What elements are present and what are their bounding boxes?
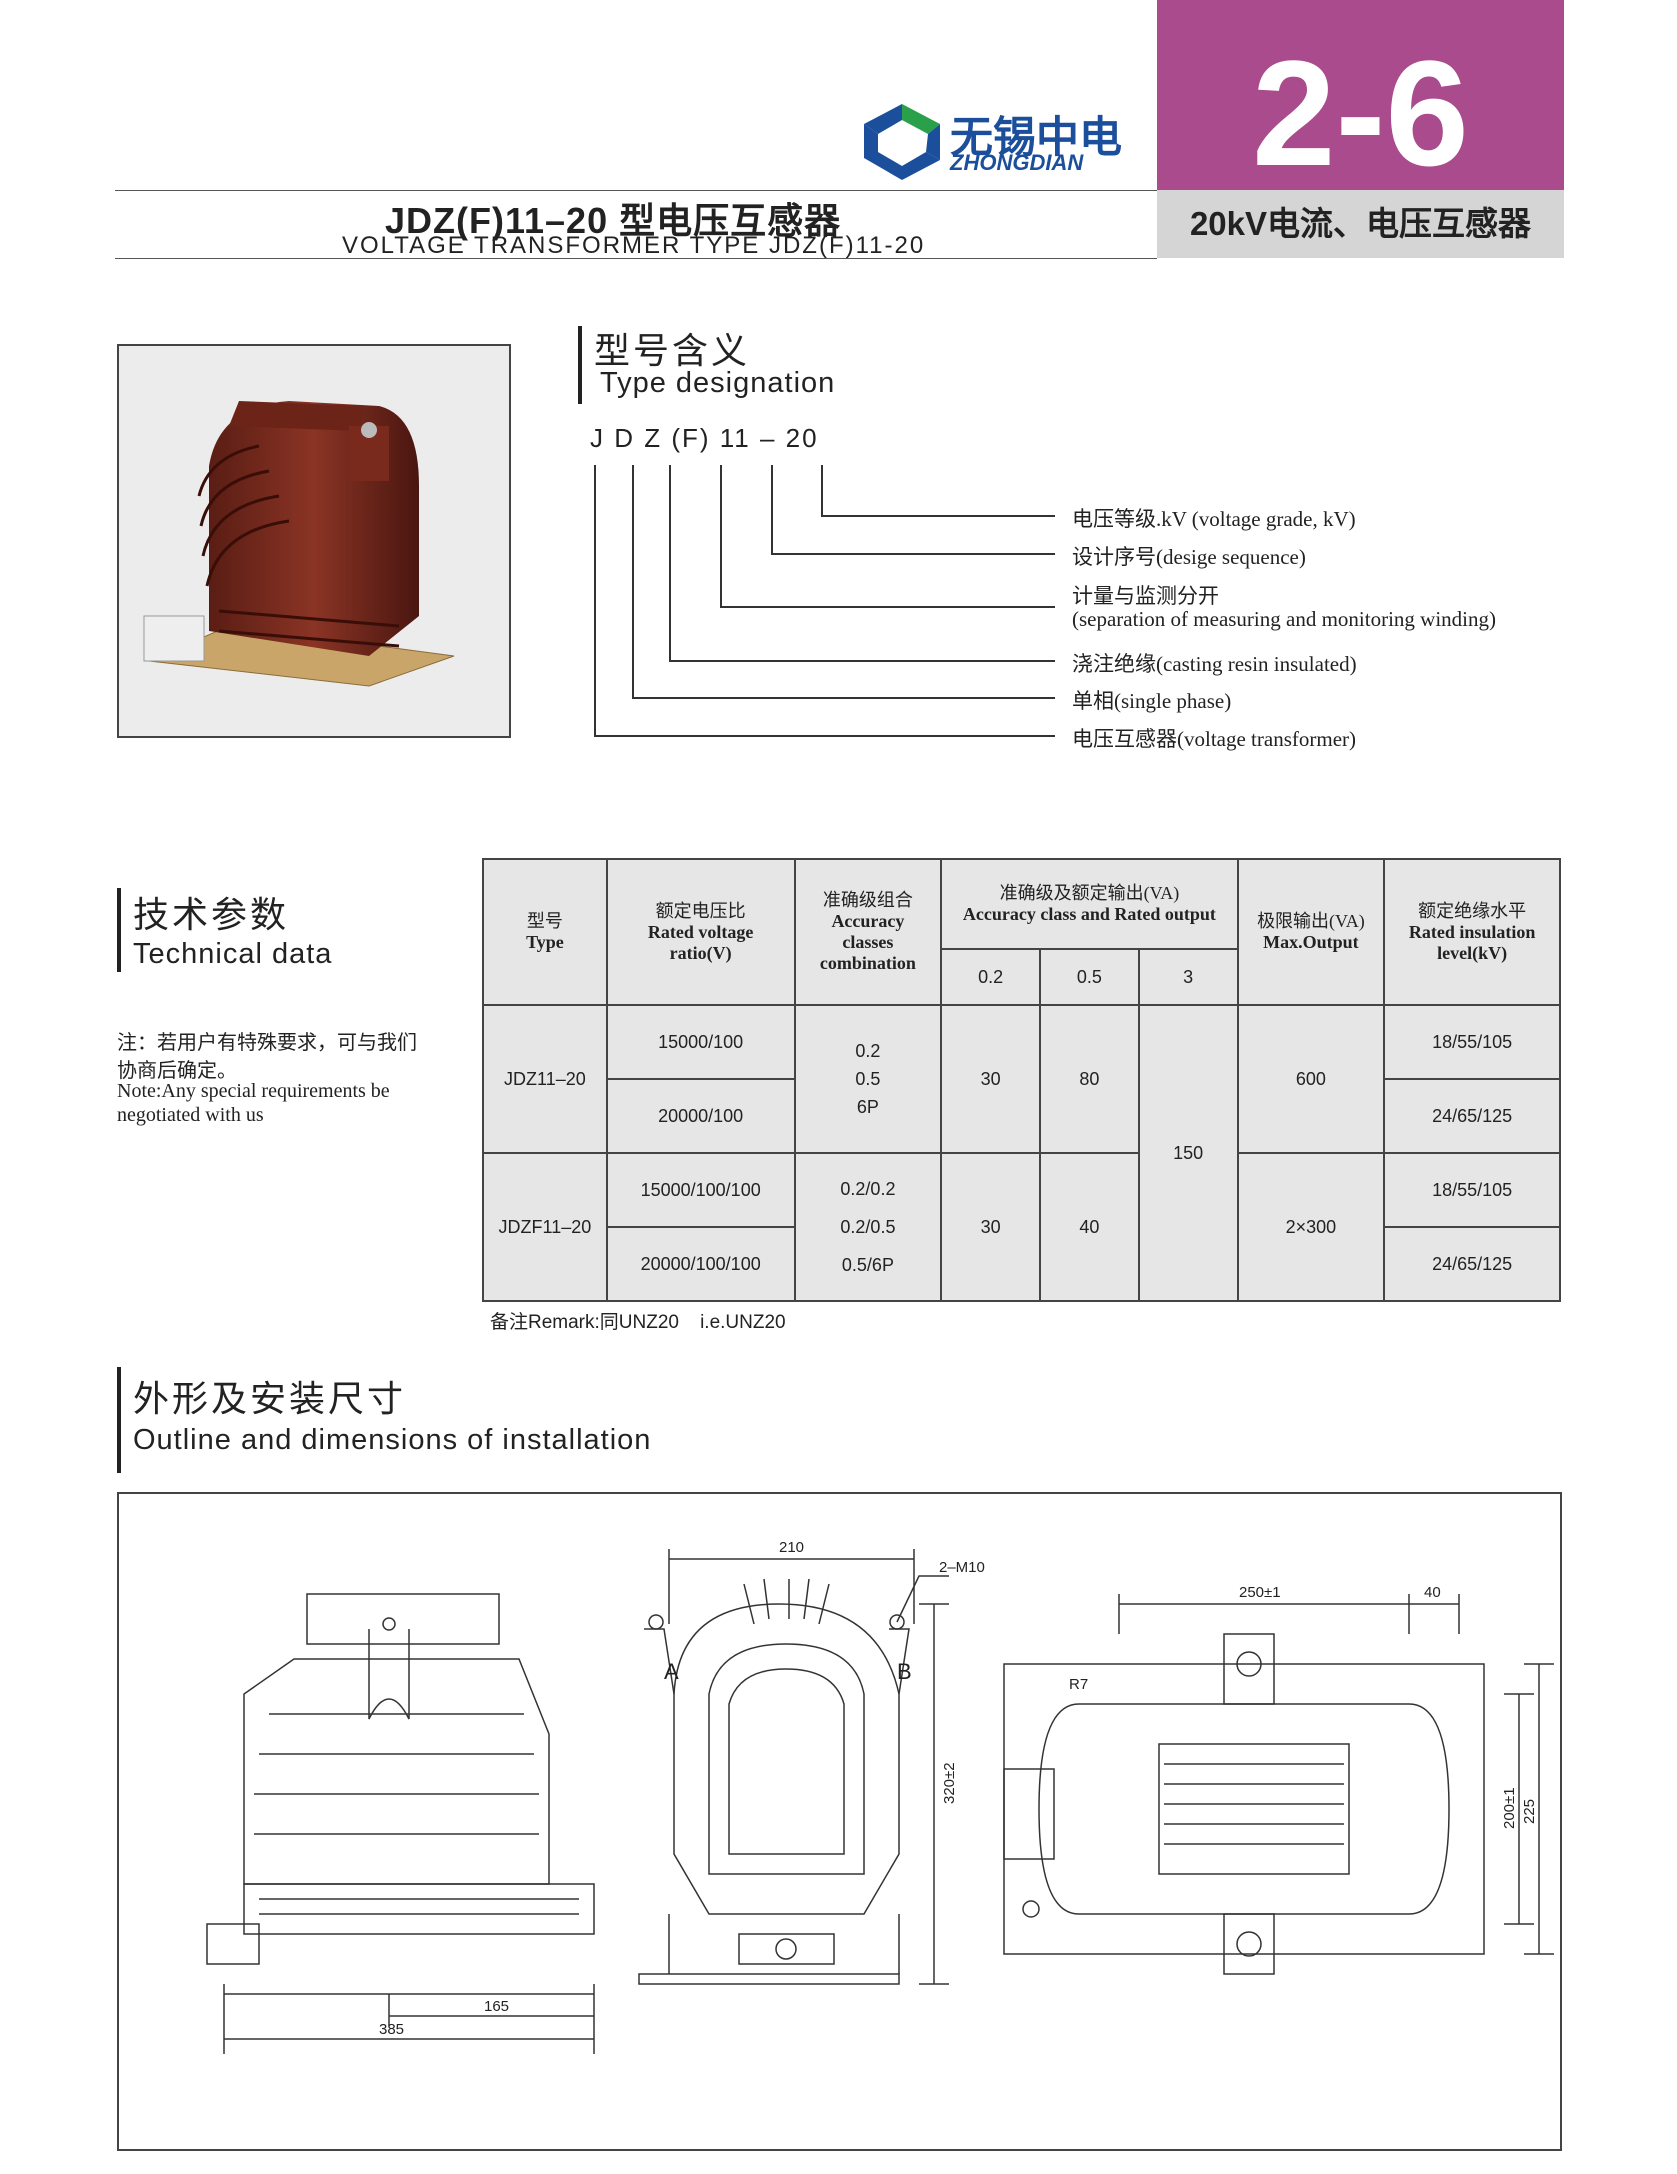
- cell-type: JDZF11–20: [482, 1152, 608, 1302]
- header-accuracy-output: 准确级及额定输出(VA)Accuracy class and Rated out…: [940, 858, 1239, 950]
- cell-insulation: 24/65/125: [1383, 1078, 1561, 1154]
- cell-type: JDZ11–20: [482, 1004, 608, 1154]
- designation-item-casting-resin: 浇注绝缘(casting resin insulated): [1072, 652, 1357, 676]
- designation-heading-en: Type designation: [600, 367, 836, 399]
- note-cn-line2: 协商后确定。: [117, 1060, 237, 1082]
- front-view-drawing: [638, 1549, 949, 1985]
- header-class-3: 3: [1137, 948, 1239, 1006]
- cell-output-0.2: 30: [940, 1004, 1042, 1154]
- dim-200: 200±1: [1501, 1787, 1518, 1829]
- cell-ratio: 20000/100: [605, 1078, 796, 1154]
- note-cn-line1: 注：若用户有特殊要求，可与我们: [117, 1032, 417, 1054]
- header-class-0.5: 0.5: [1039, 948, 1140, 1006]
- table-row: 20000/100/100 24/65/125: [483, 1226, 1561, 1302]
- dim-385: 385: [379, 2021, 404, 2038]
- cell-output-3: 150: [1137, 1004, 1239, 1302]
- cell-ratio: 15000/100/100: [605, 1152, 796, 1228]
- dim-225: 225: [1521, 1799, 1538, 1824]
- dim-320: 320±2: [941, 1762, 958, 1804]
- dim-40: 40: [1424, 1584, 1441, 1601]
- outline-heading-cn: 外形及安装尺寸: [133, 1378, 407, 1419]
- note-en-line1: Note:Any special requirements be: [117, 1080, 390, 1102]
- designation-item-voltage-grade: 电压等级.kV (voltage grade, kV): [1072, 507, 1356, 531]
- zhongdian-logo-icon: [864, 104, 940, 180]
- tech-heading-bar: [117, 888, 121, 972]
- table-subheader-row: 0.2 0.5 3: [483, 948, 1560, 1006]
- logo-text-en: ZHONGDIAN: [950, 150, 1084, 175]
- dim-210: 210: [779, 1539, 804, 1556]
- cell-max-output: 600: [1236, 1004, 1386, 1154]
- dim-r7: R7: [1069, 1676, 1088, 1693]
- outline-heading-en: Outline and dimensions of installation: [133, 1424, 652, 1456]
- cell-output-0.5: 40: [1039, 1152, 1140, 1302]
- designation-item-separation-en: (separation of measuring and monitoring …: [1072, 607, 1496, 631]
- header-rule-top: [115, 190, 1157, 191]
- transformer-illustration: [143, 401, 455, 687]
- designation-item-voltage-transformer: 电压互感器(voltage transformer): [1072, 727, 1357, 751]
- section-number: 2-6: [1252, 29, 1469, 197]
- tech-heading-en: Technical data: [133, 938, 333, 970]
- designation-item-single-phase: 单相(single phase): [1072, 689, 1232, 713]
- tech-heading-cn: 技术参数: [133, 894, 290, 935]
- side-view-drawing: [206, 1593, 595, 2054]
- outline-drawings: 385 165 210 2–M10 A B 320±2 250±1 40 R7 …: [206, 1539, 1554, 2054]
- section-subtitle: 20kV电流、电压互感器: [1157, 190, 1564, 258]
- section-badge: [1157, 0, 1564, 190]
- page-title-cn: JDZ(F)11–20 型电压互感器: [385, 200, 842, 241]
- designation-code: J D Z (F) 11 – 20: [590, 423, 819, 453]
- cell-ratio: 20000/100/100: [605, 1226, 796, 1302]
- dim-250: 250±1: [1239, 1584, 1281, 1601]
- cell-insulation: 24/65/125: [1383, 1226, 1561, 1302]
- cell-output-0.2: 30: [940, 1152, 1042, 1302]
- product-photo: [117, 344, 511, 738]
- table-remark: 备注Remark:同UNZ20 i.e.UNZ20: [490, 1312, 786, 1333]
- outline-heading-bar: [117, 1367, 121, 1473]
- dim-2m10: 2–M10: [939, 1559, 985, 1576]
- cell-insulation: 18/55/105: [1383, 1152, 1561, 1228]
- header-class-0.2: 0.2: [940, 948, 1042, 1006]
- terminal-a-label: A: [664, 1659, 679, 1684]
- designation-heading-bar: [578, 326, 582, 404]
- header-rule-bottom: [115, 258, 1157, 259]
- logo-text-cn: 无锡中电: [950, 114, 1122, 162]
- cell-output-0.5: 80: [1039, 1004, 1140, 1154]
- cell-ratio: 15000/100: [605, 1004, 796, 1080]
- note-en-line2: negotiated with us: [117, 1104, 264, 1126]
- table-row: 20000/100 24/65/125: [483, 1078, 1561, 1154]
- designation-leader-lines: [594, 465, 1055, 737]
- outline-drawing-frame: 385 165 210 2–M10 A B 320±2 250±1 40 R7 …: [117, 1492, 1562, 2151]
- designation-heading-cn: 型号含义: [594, 330, 751, 371]
- terminal-b-label: B: [897, 1659, 912, 1684]
- cell-insulation: 18/55/105: [1383, 1004, 1561, 1080]
- dim-165: 165: [484, 1998, 509, 2015]
- designation-item-separation-cn: 计量与监测分开: [1072, 584, 1219, 608]
- page-title-en: VOLTAGE TRANSFORMER TYPE JDZ(F)11-20: [342, 232, 926, 259]
- cell-max-output: 2×300: [1236, 1152, 1386, 1302]
- top-view-drawing: [1003, 1594, 1554, 1975]
- designation-item-design-sequence: 设计序号(desige sequence): [1072, 545, 1306, 569]
- header-max-output: 极限输出(VA)Max.Output: [1236, 858, 1386, 1006]
